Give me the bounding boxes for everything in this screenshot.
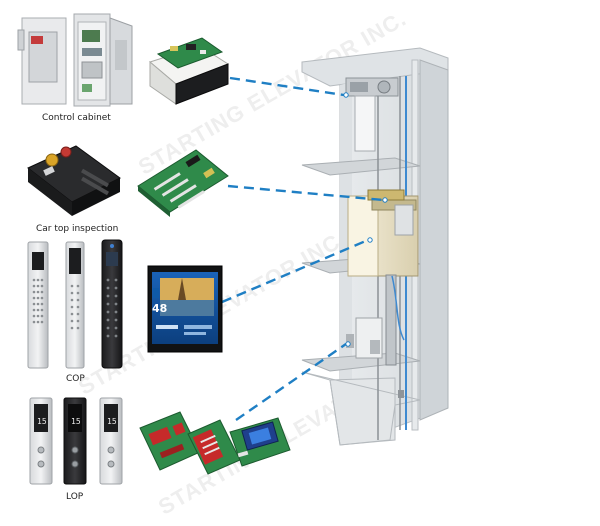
cop-panel-black — [101, 239, 123, 369]
connector-control-board — [229, 76, 345, 97]
label-car-top-inspection: Car top inspection — [36, 224, 119, 234]
label-lop: LOP — [66, 492, 84, 502]
hall-display-board-2 — [187, 419, 241, 475]
car-top-board-image — [137, 149, 229, 217]
control-cabinet-image — [17, 13, 133, 107]
lop-display-2: 15 — [71, 417, 81, 426]
lop-panel-steel — [99, 397, 123, 485]
connector-hall-display — [235, 343, 347, 421]
label-control-cabinet: Control cabinet — [42, 113, 111, 123]
label-cop: COP — [66, 374, 85, 384]
connector-car-display — [221, 238, 369, 304]
lop-panel-black — [63, 397, 87, 485]
elevator-shaft — [301, 47, 449, 446]
connector-lines — [221, 76, 384, 421]
lcd-floor-number: 48 — [152, 302, 167, 315]
lop-display-1: 15 — [37, 417, 47, 426]
lop-panel-silver — [29, 397, 53, 485]
cop-panel-silver-2 — [65, 241, 85, 369]
connector-car-top-board — [227, 184, 384, 202]
lop-display-3: 15 — [107, 417, 117, 426]
lcd-car-display-image — [147, 265, 223, 353]
hall-display-board-1 — [139, 411, 201, 471]
car-top-inspection-image — [27, 145, 121, 216]
cop-panel-silver-1 — [27, 241, 49, 369]
control-board-image — [148, 37, 230, 105]
elevator-car — [347, 189, 419, 277]
hall-display-board-3 — [229, 417, 291, 467]
